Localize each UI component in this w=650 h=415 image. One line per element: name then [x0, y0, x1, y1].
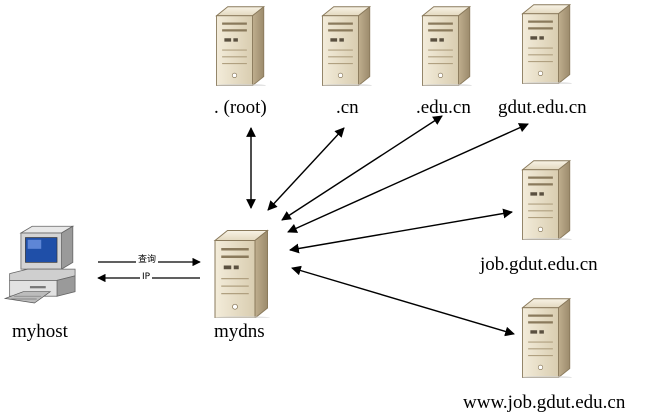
- job-server-label: job.gdut.edu.cn: [480, 254, 598, 275]
- job-server-icon: [521, 160, 572, 240]
- arrow-mydns-job: [289, 208, 513, 254]
- arrow-mydns-www: [291, 265, 515, 337]
- arrow-mydns-cn: [267, 127, 345, 211]
- mydns-label: mydns: [214, 321, 265, 342]
- reply-label: IP: [140, 272, 153, 282]
- www-server-label: www.job.gdut.edu.cn: [463, 392, 626, 413]
- cn-server-label: .cn: [336, 97, 359, 118]
- edu-server-icon: [421, 6, 472, 86]
- www-server-icon: [521, 298, 572, 378]
- myhost-label: myhost: [12, 321, 68, 342]
- root-server-label: . (root): [214, 97, 267, 118]
- gdut-server-icon: [521, 4, 572, 84]
- query-label: 查询: [136, 255, 159, 265]
- gdut-server-label: gdut.edu.cn: [498, 97, 587, 118]
- mydns-server-icon: [214, 229, 270, 318]
- edu-server-label: .edu.cn: [416, 97, 471, 118]
- cn-server-icon: [321, 6, 372, 86]
- root-server-icon: [215, 6, 266, 86]
- desktop-computer-icon: [4, 225, 76, 304]
